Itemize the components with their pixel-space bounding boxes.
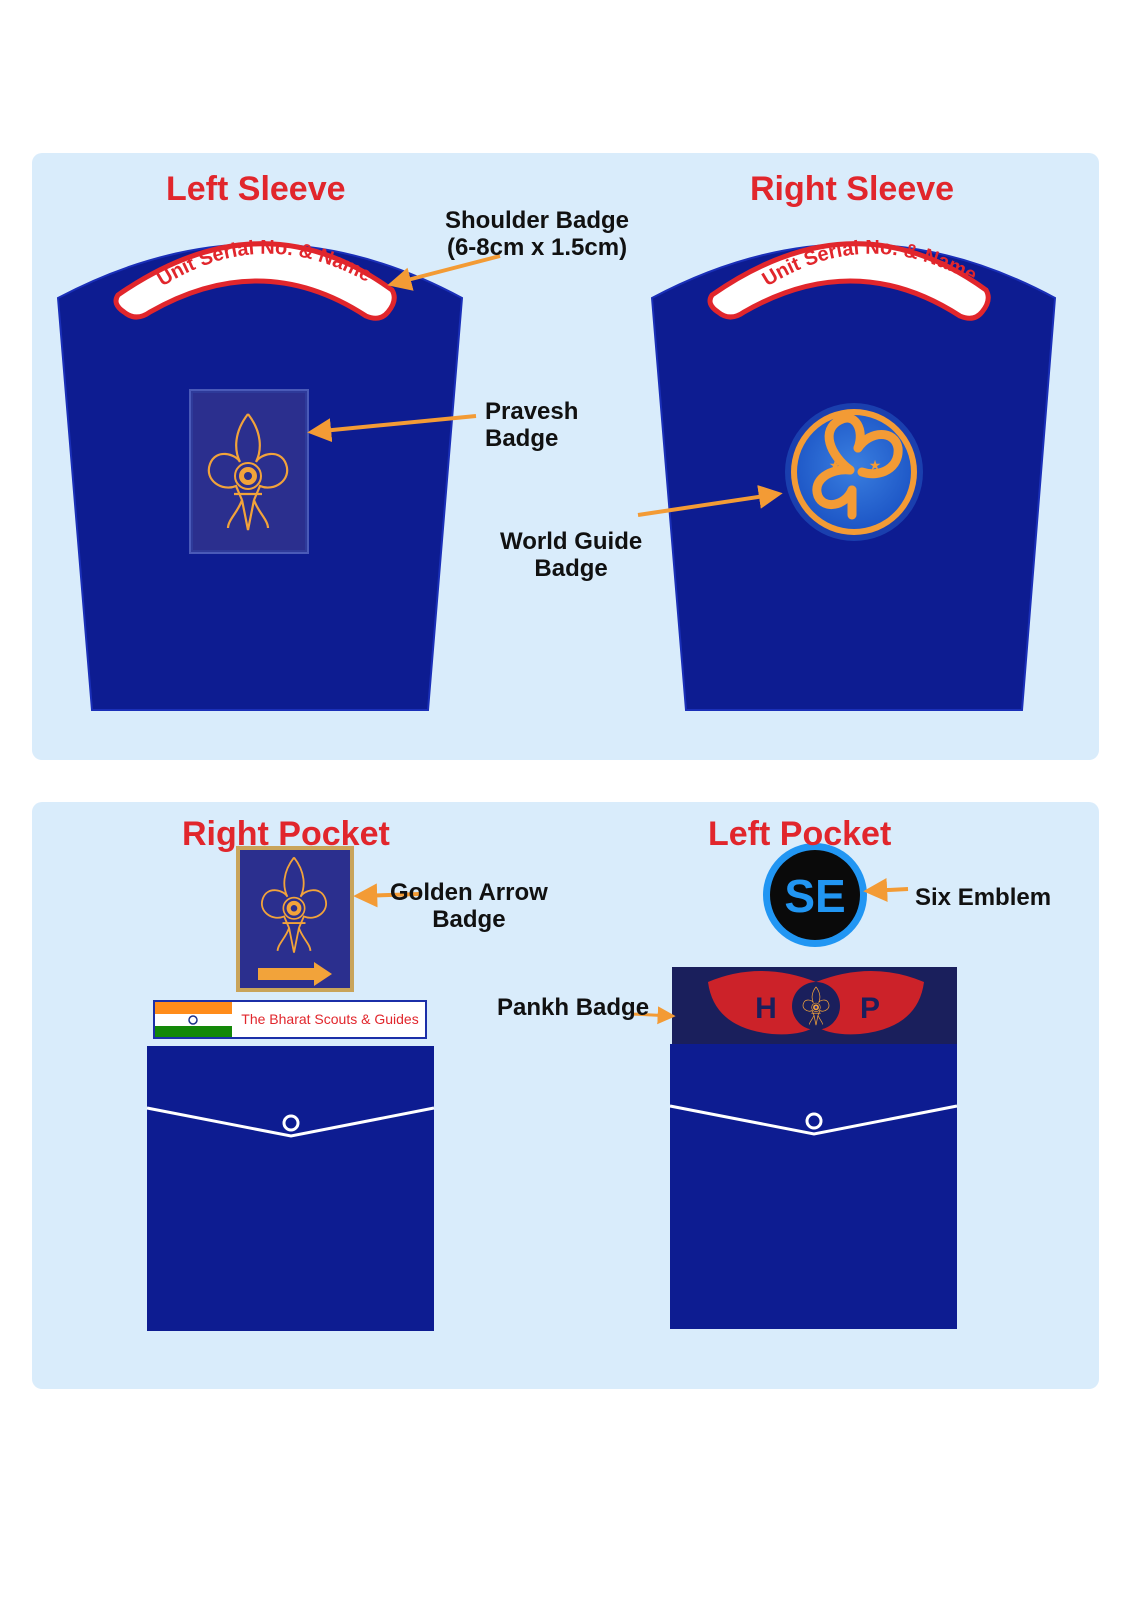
world-guide-arrow — [637, 484, 783, 517]
bsg-strip-text: The Bharat Scouts & Guides — [241, 1011, 418, 1027]
six-emblem-text: SE — [784, 870, 845, 922]
svg-text:★: ★ — [869, 457, 882, 473]
pankh-letter-right: P — [860, 992, 880, 1025]
pankh-pointer — [631, 1006, 676, 1025]
six-emblem-pointer — [863, 878, 909, 903]
left-sleeve-title: Left Sleeve — [166, 170, 346, 208]
golden-arrow-icon — [258, 962, 332, 986]
six-emblem: SE — [763, 843, 867, 947]
golden-arrow-pointer — [353, 883, 421, 908]
golden-arrow-badge — [236, 846, 354, 992]
shoulder-badge-label: Shoulder Badge (6-8cm x 1.5cm) — [445, 207, 630, 261]
right-pocket — [146, 1046, 435, 1331]
pocket-button-icon — [282, 1114, 300, 1132]
pravesh-badge-label: Pravesh Badge — [485, 398, 579, 452]
pravesh-arrow — [307, 414, 477, 443]
pocket-button-icon — [805, 1112, 823, 1130]
pankh-badge: H P — [672, 967, 957, 1045]
six-emblem-label: Six Emblem — [915, 884, 1052, 911]
world-guide-badge-label: World Guide Badge — [500, 528, 643, 582]
svg-text:★: ★ — [829, 457, 842, 473]
pankh-letter-left: H — [755, 992, 777, 1025]
right-pocket-title: Right Pocket — [182, 815, 390, 853]
world-guide-badge: ★ ★ — [785, 403, 923, 541]
left-pocket — [669, 1044, 958, 1329]
pravesh-badge — [189, 389, 309, 554]
trefoil-icon — [812, 413, 903, 520]
right-sleeve-title: Right Sleeve — [750, 170, 955, 208]
bsg-strip: The Bharat Scouts & Guides — [153, 1000, 427, 1039]
india-flag-icon — [155, 1002, 232, 1014]
pankh-badge-label: Pankh Badge — [497, 994, 650, 1021]
left-pocket-title: Left Pocket — [708, 815, 892, 853]
golden-arrow-badge-label: Golden Arrow Badge — [390, 879, 548, 933]
shoulder-arrow — [387, 254, 501, 291]
